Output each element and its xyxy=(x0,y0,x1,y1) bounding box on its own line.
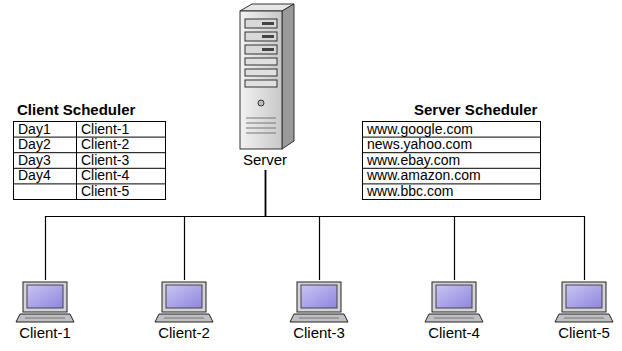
table-cell: Client-3 xyxy=(81,153,129,169)
client-node: Client-4 xyxy=(418,280,490,341)
server-scheduler-grid xyxy=(363,122,541,200)
server-label: Server xyxy=(223,151,307,168)
table-cell: Client-1 xyxy=(81,122,129,138)
table-cell: www.bbc.com xyxy=(367,184,453,200)
server-icon xyxy=(226,3,304,151)
client-node: Client-5 xyxy=(548,280,620,341)
table-cell: www.ebay.com xyxy=(367,153,460,169)
server-node: Server xyxy=(223,3,307,168)
table-cell: Client-5 xyxy=(81,184,129,200)
client-label: Client-3 xyxy=(283,324,355,341)
table-cell: Day2 xyxy=(18,137,51,153)
network-connector xyxy=(46,170,266,280)
client-node: Client-2 xyxy=(148,280,220,341)
table-cell: Day1 xyxy=(18,122,51,138)
client-label: Client-4 xyxy=(418,324,490,341)
client-label: Client-1 xyxy=(9,324,81,341)
table-cell: Day3 xyxy=(18,153,51,169)
table-cell: Day4 xyxy=(18,168,51,184)
computer-icon xyxy=(424,280,484,324)
computer-icon xyxy=(289,280,349,324)
computer-icon xyxy=(554,280,614,324)
network-connector xyxy=(266,170,585,280)
client-label: Client-5 xyxy=(548,324,620,341)
table-heading: Client Scheduler xyxy=(17,101,135,118)
table-cell: www.google.com xyxy=(367,122,473,138)
client-label: Client-2 xyxy=(148,324,220,341)
computer-icon xyxy=(15,280,75,324)
computer-icon xyxy=(154,280,214,324)
table-heading: Server Scheduler xyxy=(414,101,537,118)
table-cell: news.yahoo.com xyxy=(367,137,472,153)
table-cell: Client-2 xyxy=(81,137,129,153)
network-connector xyxy=(266,170,455,280)
table-cell: Client-4 xyxy=(81,168,129,184)
client-node: Client-1 xyxy=(9,280,81,341)
table-cell: www.amazon.com xyxy=(367,168,481,184)
network-connector xyxy=(185,170,266,280)
client-node: Client-3 xyxy=(283,280,355,341)
network-connector xyxy=(266,170,320,280)
client-scheduler-grid xyxy=(14,122,166,200)
